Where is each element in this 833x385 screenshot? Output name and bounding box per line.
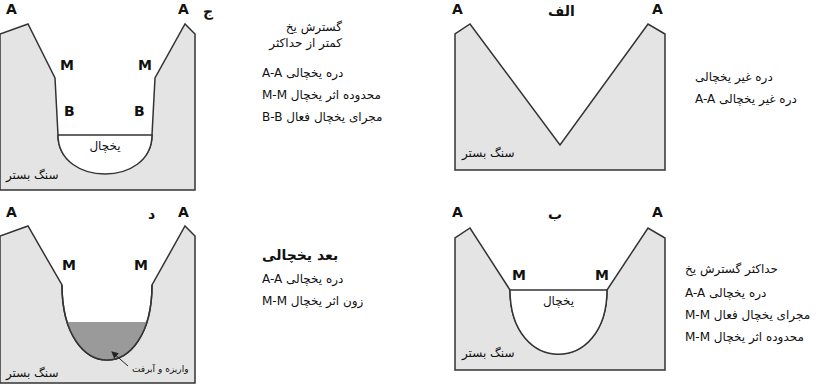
point-letter: A (452, 0, 463, 18)
caption-text: سنگ بستر (6, 168, 59, 184)
caption-text: M-M زون اثر یخچال (262, 294, 363, 310)
point-letter: A (6, 203, 17, 221)
sediment-outline (62, 285, 152, 360)
caption-text: واریزه و آبرفت (130, 364, 191, 376)
caption-text: A-A دره یخچالی (262, 272, 343, 288)
bedrock (455, 24, 665, 170)
point-letter: د (148, 205, 155, 223)
point-letter: A (652, 203, 663, 221)
bedrock (0, 226, 195, 383)
point-letter: A (178, 203, 189, 221)
caption-text: A-A دره غیر یخچالی (695, 92, 797, 108)
caption-text: بعد یخچالی (262, 246, 338, 264)
caption-text: حداکثر گسترش یخ (685, 262, 778, 278)
point-letter: A (178, 0, 189, 18)
point-letter: الف (548, 2, 575, 20)
glacier-ice: یخچال (58, 135, 152, 175)
point-letter: A (652, 0, 663, 18)
caption-text: A-A دره یخچالی (262, 66, 343, 82)
bedrock (455, 228, 665, 370)
point-letter: A (6, 0, 17, 18)
leader-arrow (112, 352, 128, 366)
caption-text: A-A دره یخچالی (685, 286, 766, 302)
point-letter: M (60, 56, 74, 74)
caption-text: گسترش یخ کمتر از حداکثر (262, 20, 342, 51)
caption-text: سنگ بستر (462, 346, 515, 362)
point-letter: M (62, 256, 76, 274)
caption-text: M-M محدوده اثر یخچال (685, 330, 804, 346)
caption-text: B-B مجرای یخچال فعال (262, 110, 382, 126)
point-letter: ج (203, 2, 213, 20)
glacier-ice: یخچال (510, 290, 607, 356)
point-letter: M (595, 266, 609, 284)
caption-text: دره غیر یخچالی (695, 70, 773, 86)
caption-text: M-M مجرای یخچال فعال (685, 308, 810, 324)
point-letter: A (452, 203, 463, 221)
point-letter: M (512, 266, 526, 284)
ice-label: یخچال (58, 135, 152, 153)
point-letter: B (134, 102, 145, 120)
point-letter: M (134, 256, 148, 274)
point-letter: M (138, 56, 152, 74)
caption-text: سنگ بستر (462, 146, 515, 162)
caption-text: M-M محدوده اثر یخچال (262, 88, 381, 104)
ice-label: یخچال (510, 290, 607, 308)
caption-text: سنگ بستر (6, 366, 59, 382)
bedrock (0, 24, 195, 190)
point-letter: B (64, 102, 75, 120)
point-letter: ب (548, 205, 562, 223)
